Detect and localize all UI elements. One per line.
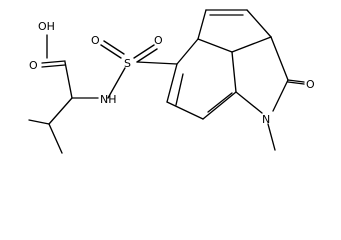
molecule-structure: OH O NH S O O O N bbox=[28, 9, 315, 154]
bonds bbox=[28, 9, 305, 154]
lactam-oxygen-label: O bbox=[306, 78, 315, 91]
hydroxyl-label: OH bbox=[38, 20, 55, 33]
amine-label: NH bbox=[100, 93, 117, 106]
atom-labels: OH O NH S O O O N bbox=[29, 20, 315, 126]
sulfonyl-oxygen-right-label: O bbox=[154, 34, 163, 47]
sulfonyl-oxygen-left-label: O bbox=[91, 34, 100, 47]
acid-oxygen-label: O bbox=[29, 59, 38, 72]
sulfur-label: S bbox=[124, 57, 131, 70]
lactam-nitrogen-label: N bbox=[262, 113, 270, 126]
